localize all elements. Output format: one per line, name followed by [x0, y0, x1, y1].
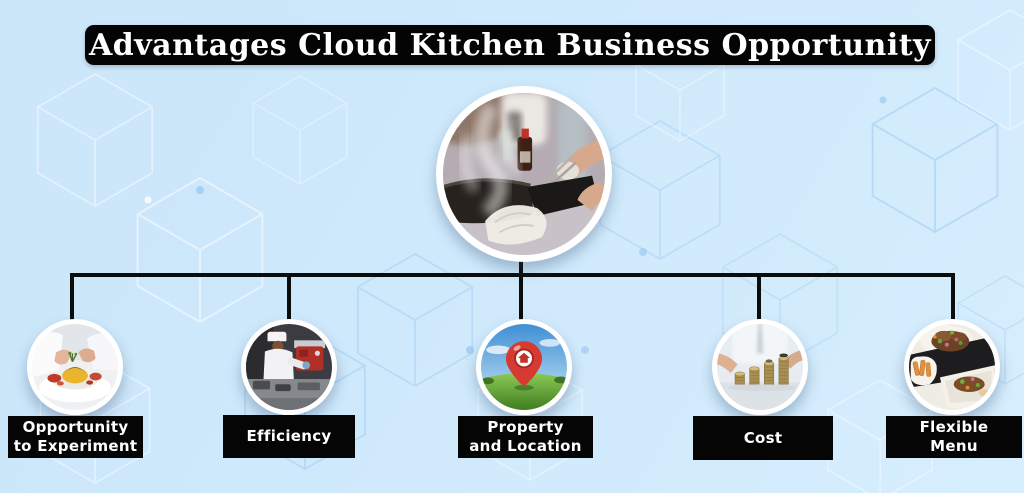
label-flexible-menu: Flexible Menu — [886, 416, 1022, 458]
location-pin-field-photo — [481, 324, 567, 410]
label-line: Opportunity — [22, 418, 129, 436]
node-opportunity-to-experiment — [27, 319, 123, 415]
node-flexible-menu — [904, 319, 1000, 415]
connector-vertical-5 — [951, 275, 955, 323]
page-title: Advantages Cloud Kitchen Business Opport… — [88, 27, 932, 63]
node-efficiency — [241, 319, 337, 415]
label-line: Property — [487, 418, 564, 436]
chef-kitchen-equipment-photo — [246, 324, 332, 410]
label-line: and Location — [469, 437, 582, 455]
node-cost — [712, 319, 808, 415]
node-property-and-location — [476, 319, 572, 415]
connector-vertical-4 — [757, 275, 761, 323]
label-opportunity-to-experiment: Opportunity to Experiment — [8, 416, 143, 458]
label-line: Cost — [743, 428, 783, 447]
takeaway-food-boxes-photo — [909, 324, 995, 410]
label-line: Flexible — [919, 418, 989, 436]
label-efficiency: Efficiency — [223, 415, 355, 458]
label-line: to Experiment — [13, 437, 138, 455]
label-cost: Cost — [693, 416, 833, 460]
label-property-and-location: Property and Location — [458, 416, 593, 458]
center-node — [436, 86, 612, 262]
connector-vertical-center — [519, 256, 523, 322]
connector-horizontal — [70, 273, 955, 277]
label-line: Menu — [930, 437, 978, 455]
connector-vertical-1 — [70, 275, 74, 323]
wok-stir-fry-cooking-photo — [443, 93, 605, 255]
label-line: Efficiency — [246, 427, 332, 445]
title-banner: Advantages Cloud Kitchen Business Opport… — [85, 25, 935, 65]
connector-vertical-2 — [287, 275, 291, 323]
chef-plating-dish-photo — [32, 324, 118, 410]
coin-stacks-hands-photo — [717, 324, 803, 410]
